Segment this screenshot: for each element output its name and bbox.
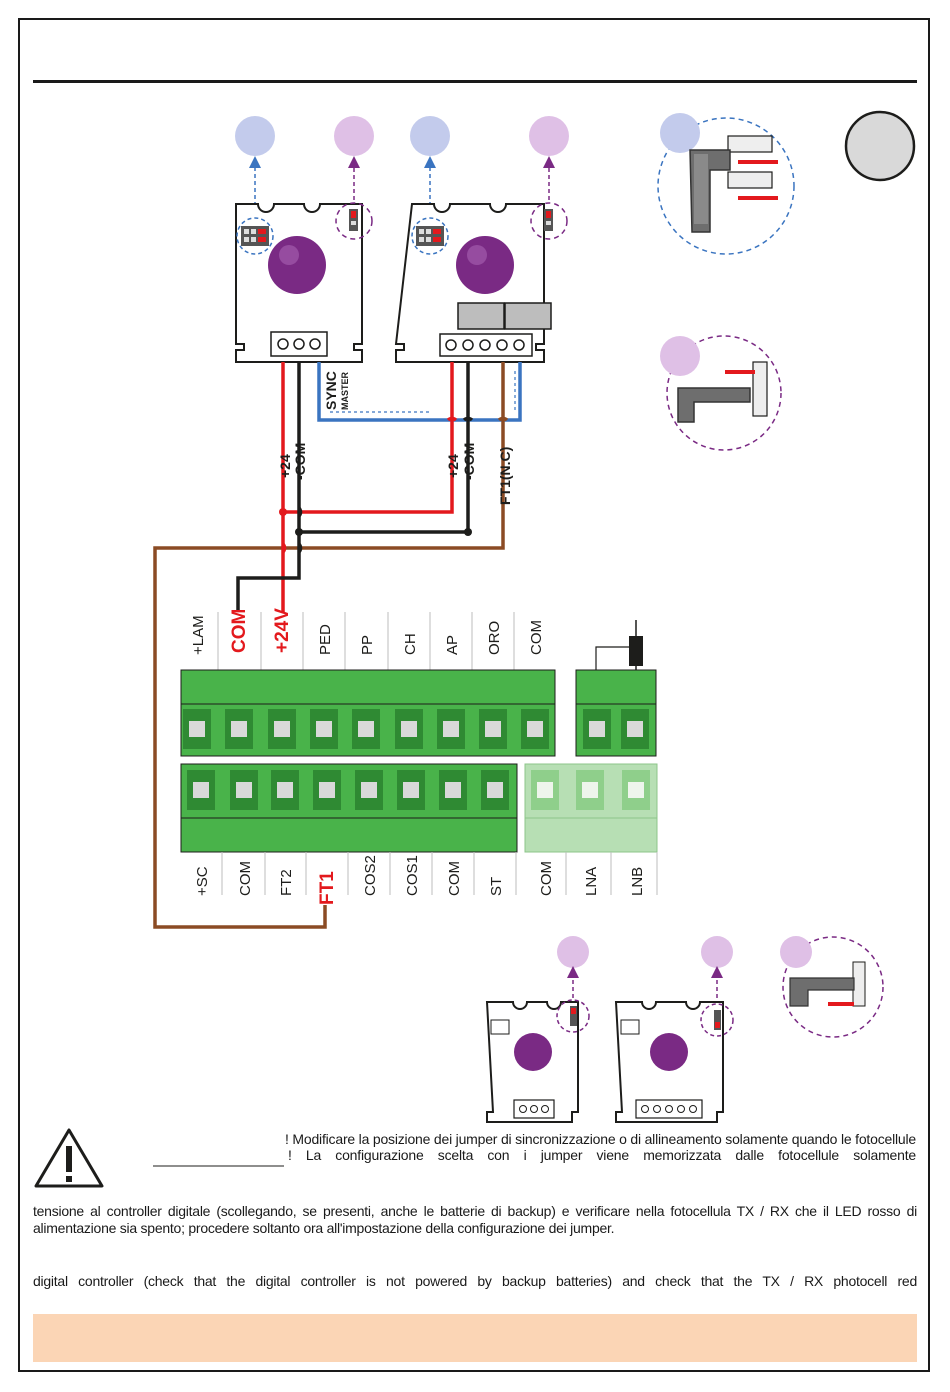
paragraph-english: digital controller (check that the digit…	[33, 1273, 917, 1289]
align-indicator-circle	[701, 936, 733, 968]
align-indicator-circle	[529, 116, 569, 156]
terminal-label-top: PED	[317, 624, 334, 655]
warning-line-2: ! La configurazione scelta con i jumper …	[288, 1147, 916, 1163]
terminal-label-bottom: COM	[446, 861, 463, 896]
photocell-tx-small	[485, 999, 590, 1123]
plus24-right-label: +24	[445, 454, 461, 478]
sync-label: SYNC	[323, 371, 339, 410]
warning-text: ! Modificare la posizione dei jumper di …	[120, 1131, 916, 1163]
page-frame	[18, 18, 930, 1372]
terminal-label-top: COM	[229, 609, 250, 653]
paragraph-italian: tensione al controller digitale (scolleg…	[33, 1203, 917, 1236]
terminal-label-top: CH	[402, 633, 419, 655]
terminal-block-top: +LAM COM +24V PED PP CH AP ORO COM	[180, 608, 657, 757]
terminal-label-top: +LAM	[190, 615, 207, 655]
photocell-tx	[235, 202, 373, 363]
com-left-label: -COM	[292, 443, 308, 480]
terminal-label-bottom: COM	[237, 861, 254, 896]
terminal-label-top: +24V	[272, 608, 293, 653]
terminal-label-top: PP	[359, 635, 376, 655]
com-right-label: -COM	[461, 443, 477, 480]
terminal-label-bottom: LNA	[583, 867, 600, 896]
warning-line-1: ! Modificare la posizione dei jumper di …	[285, 1131, 916, 1147]
photocell-rx-small	[614, 1001, 734, 1123]
step-badge	[844, 110, 916, 182]
sync-indicator-circle	[235, 116, 275, 156]
sync-jumper-detail	[657, 113, 795, 255]
terminal-block-bottom: +SC COM FT2 FT1 COS2 COS1 COM ST COM LNA LNB	[180, 763, 658, 905]
align-jumper-detail-small	[780, 936, 884, 1038]
align-indicator-circle	[334, 116, 374, 156]
plus24-left-label: +24	[277, 454, 293, 478]
highlight-band	[33, 1314, 917, 1362]
master-label: MASTER	[340, 372, 350, 411]
photocell-rx	[394, 202, 568, 363]
terminal-label-top: AP	[444, 635, 461, 655]
terminal-label-top: ORO	[486, 621, 503, 655]
terminal-label-bottom: ST	[488, 877, 505, 896]
terminal-label-bottom: FT2	[278, 869, 295, 896]
terminal-label-bottom: +SC	[194, 866, 211, 896]
ft1-nc-label: FT1(N.C)	[497, 447, 513, 505]
header-rule	[33, 80, 917, 83]
terminal-label-bottom: COS1	[404, 855, 421, 896]
sync-indicator-circle	[410, 116, 450, 156]
terminal-label-bottom: COS2	[362, 855, 379, 896]
warning-triangle-icon	[34, 1128, 104, 1188]
terminal-label-bottom: LNB	[629, 867, 646, 896]
terminal-label-top: COM	[528, 620, 545, 655]
align-indicator-circle	[557, 936, 589, 968]
terminal-label-bottom: FT1	[317, 871, 338, 905]
align-jumper-detail	[660, 335, 782, 451]
terminal-label-bottom: COM	[538, 861, 555, 896]
